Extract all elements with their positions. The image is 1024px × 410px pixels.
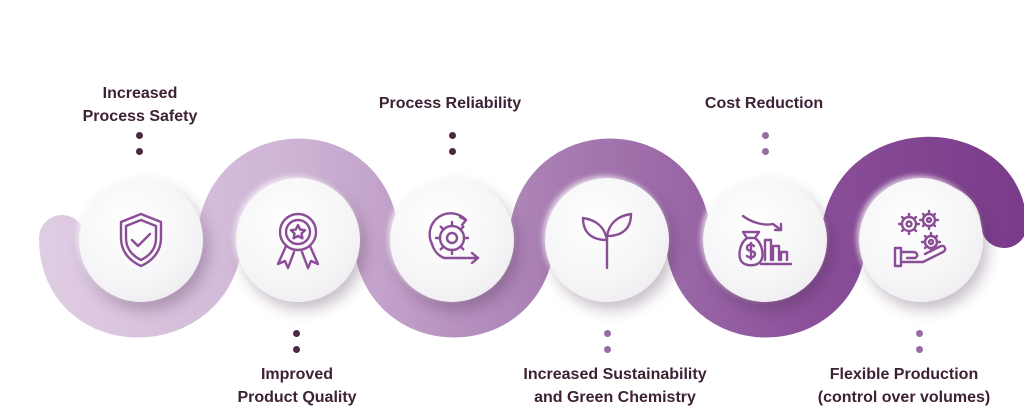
step-3-label-line-1: Process Reliability bbox=[378, 95, 522, 112]
step-2-label-line-2: Product Quality bbox=[237, 389, 357, 406]
step-2-dot-bottom bbox=[293, 346, 300, 353]
hand-gears-icon bbox=[893, 209, 947, 268]
step-6-label: Flexible Production (control over volume… bbox=[784, 363, 1024, 409]
step-6-circle bbox=[859, 178, 983, 302]
step-5-circle bbox=[703, 178, 827, 302]
money-bag-chart-icon bbox=[738, 214, 793, 267]
step-1-dot-top bbox=[136, 132, 143, 139]
step-4-label-line-1: Increased Sustainability bbox=[523, 366, 707, 383]
award-ribbon-icon bbox=[276, 212, 320, 270]
step-4-label: Increased Sustainability and Green Chemi… bbox=[495, 363, 735, 409]
step-3-dot-top bbox=[449, 132, 456, 139]
step-1-dot-bottom bbox=[136, 148, 143, 155]
step-1-label: Increased Process Safety bbox=[20, 82, 260, 128]
step-4-dot-bottom bbox=[604, 346, 611, 353]
step-6-dot-bottom bbox=[916, 346, 923, 353]
shield-check-icon bbox=[119, 212, 163, 268]
step-4-dot-top bbox=[604, 330, 611, 337]
step-5-dot-bottom bbox=[762, 148, 769, 155]
step-2-label: Improved Product Quality bbox=[177, 363, 417, 409]
step-5-label-line-1: Cost Reduction bbox=[704, 95, 824, 112]
step-5-dot-top bbox=[762, 132, 769, 139]
step-2-circle bbox=[236, 178, 360, 302]
step-5-label: Cost Reduction bbox=[644, 92, 884, 115]
step-6-label-line-2: (control over volumes) bbox=[817, 389, 991, 406]
step-6-dot-top bbox=[916, 330, 923, 337]
gear-cycle-icon bbox=[428, 212, 480, 265]
step-6-label-line-1: Flexible Production bbox=[829, 366, 979, 383]
step-4-label-line-2: and Green Chemistry bbox=[534, 389, 696, 406]
step-3-circle bbox=[390, 178, 514, 302]
step-1-label-line-1: Increased bbox=[102, 85, 178, 102]
step-1-label-line-2: Process Safety bbox=[82, 108, 198, 125]
step-2-label-line-1: Improved bbox=[260, 366, 333, 383]
step-4-circle bbox=[545, 178, 669, 302]
step-1-circle bbox=[79, 178, 203, 302]
step-3-label: Process Reliability bbox=[330, 92, 570, 115]
wave-path bbox=[39, 136, 1024, 338]
sprout-icon bbox=[581, 212, 633, 270]
step-2-dot-top bbox=[293, 330, 300, 337]
step-3-dot-bottom bbox=[449, 148, 456, 155]
